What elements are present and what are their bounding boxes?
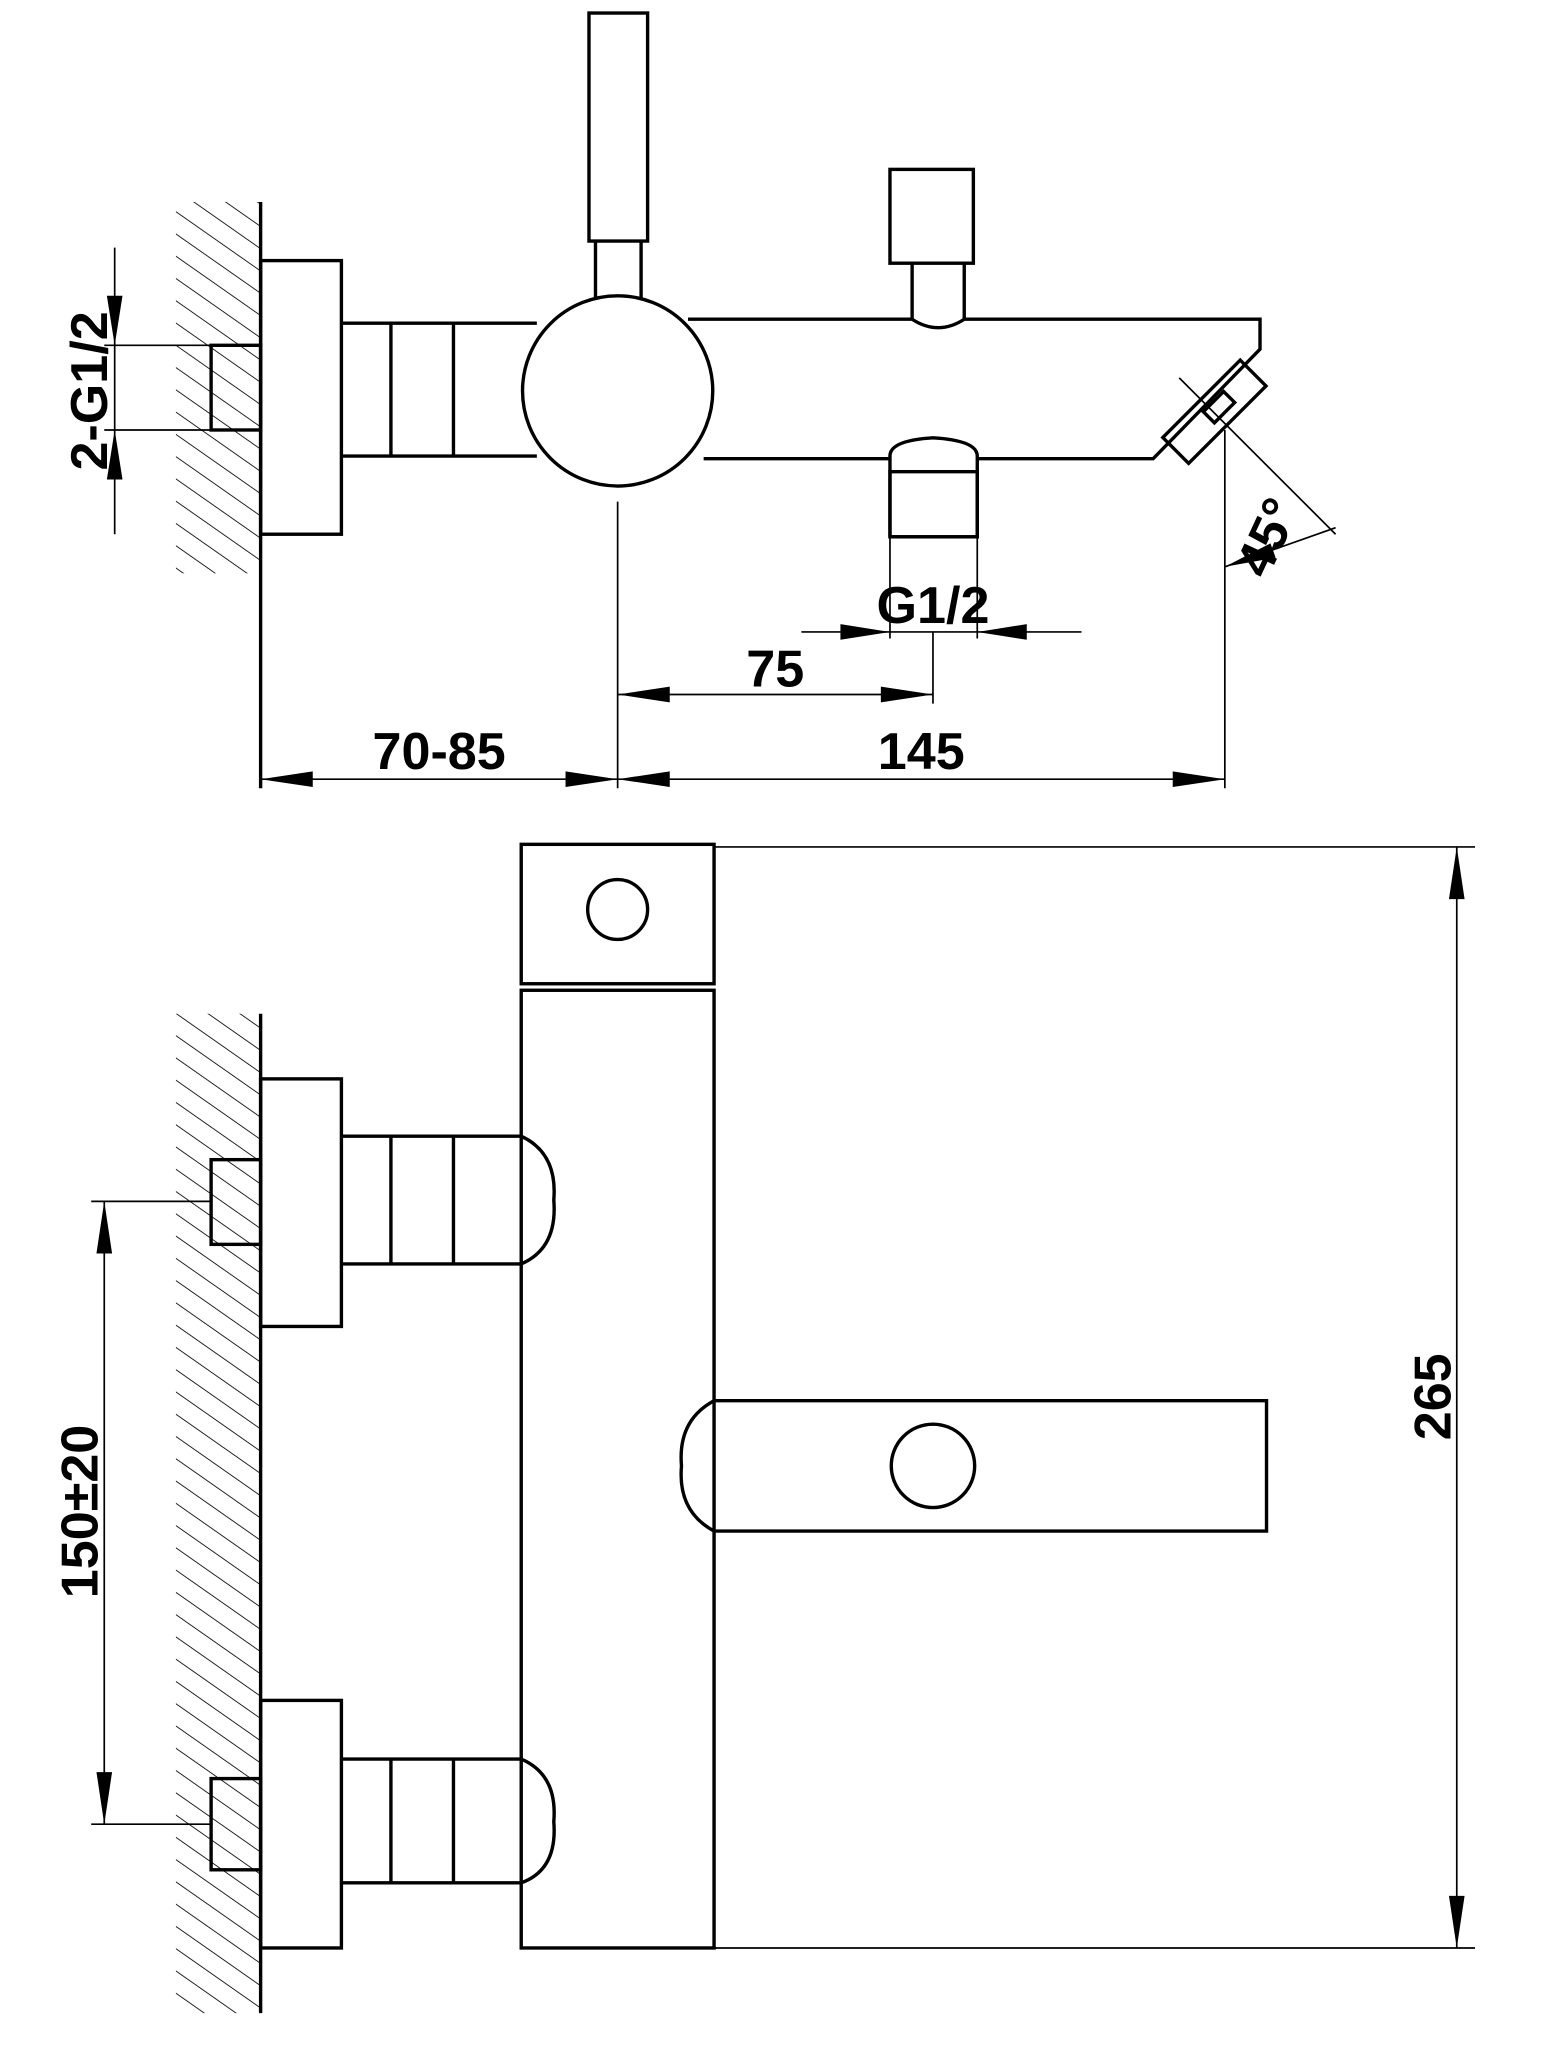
dim-height-label: 265	[1404, 1353, 1462, 1440]
dim-145-label: 145	[878, 723, 965, 781]
inlet-pipe	[341, 321, 537, 458]
spout	[679, 1399, 1269, 1533]
upper-inlet-pipe	[341, 1134, 556, 1266]
mixer-body	[519, 988, 716, 1950]
cap-button	[585, 877, 650, 942]
spout-knob	[889, 1422, 977, 1510]
diverter-knob	[888, 167, 976, 265]
front-view: 265 150±20	[52, 842, 1476, 2014]
outlet-thread	[888, 469, 979, 539]
angle-label: 45°	[1225, 489, 1311, 585]
lever-stem	[593, 241, 643, 300]
lever-handle	[587, 11, 650, 243]
dim-inlet-spacing-label: 150±20	[52, 1425, 110, 1599]
top-cap	[519, 842, 716, 986]
dim-wall-label: 70-85	[372, 723, 505, 781]
spout-body	[688, 317, 1262, 461]
diverter-stem	[910, 263, 966, 320]
dim-75-label: 75	[746, 641, 804, 699]
outlet-connector	[888, 436, 979, 539]
inlet-thread-label: 2-G1/2	[61, 311, 119, 470]
upper-flange	[258, 1077, 344, 1329]
mixer-body-circle	[520, 294, 715, 488]
lower-inlet-pipe	[341, 1757, 556, 1885]
spout-aerator	[1160, 357, 1269, 466]
lower-flange	[258, 1698, 344, 1950]
wall-flange	[258, 258, 344, 536]
outlet-thread-label: G1/2	[876, 577, 989, 635]
wall-hatch	[175, 1013, 261, 2014]
side-view: 70-85 145 75 G1/2 2-G1/2 45°	[61, 11, 1337, 789]
wall-hatch	[175, 201, 261, 574]
